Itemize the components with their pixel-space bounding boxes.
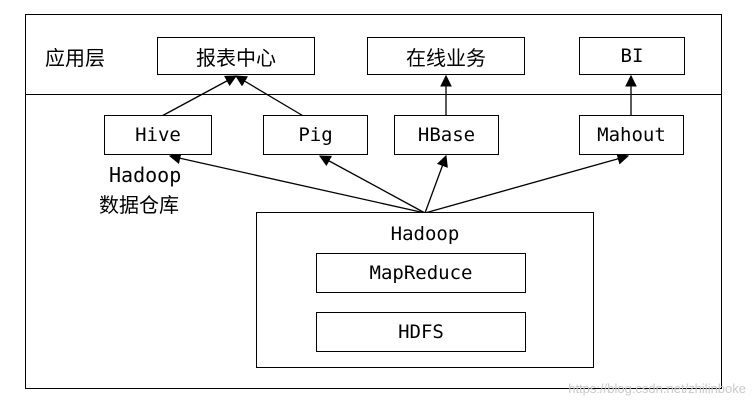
arrow-hadoop-to-hive [168, 152, 426, 214]
arrow-pig-to-report [234, 75, 306, 118]
hdfs-box: HDFS [316, 312, 526, 352]
arrow-hadoop-to-hbase [424, 154, 448, 214]
warehouse-label-line2: 数据仓库 [99, 193, 179, 217]
arrow-hadoop-to-mahout [424, 153, 630, 214]
mahout-box: Mahout [579, 115, 684, 155]
online-business-box: 在线业务 [367, 37, 525, 75]
watermark-text: https://blog.csdn.net/zhilinboke [568, 381, 746, 396]
pig-box: Pig [263, 115, 368, 155]
mapreduce-box: MapReduce [316, 253, 526, 293]
arrow-hive-to-report [159, 75, 238, 118]
report-center-box: 报表中心 [157, 37, 315, 75]
hive-box: Hive [104, 115, 212, 155]
diagram-frame [25, 14, 722, 389]
arrow-hadoop-to-pig [318, 155, 426, 214]
bi-box: BI [579, 37, 685, 75]
hadoop-core-title: Hadoop [390, 223, 460, 245]
application-layer-label: 应用层 [45, 46, 105, 70]
hbase-box: HBase [394, 115, 499, 155]
layer-divider [25, 94, 722, 95]
warehouse-label-line1: Hadoop [109, 163, 182, 187]
